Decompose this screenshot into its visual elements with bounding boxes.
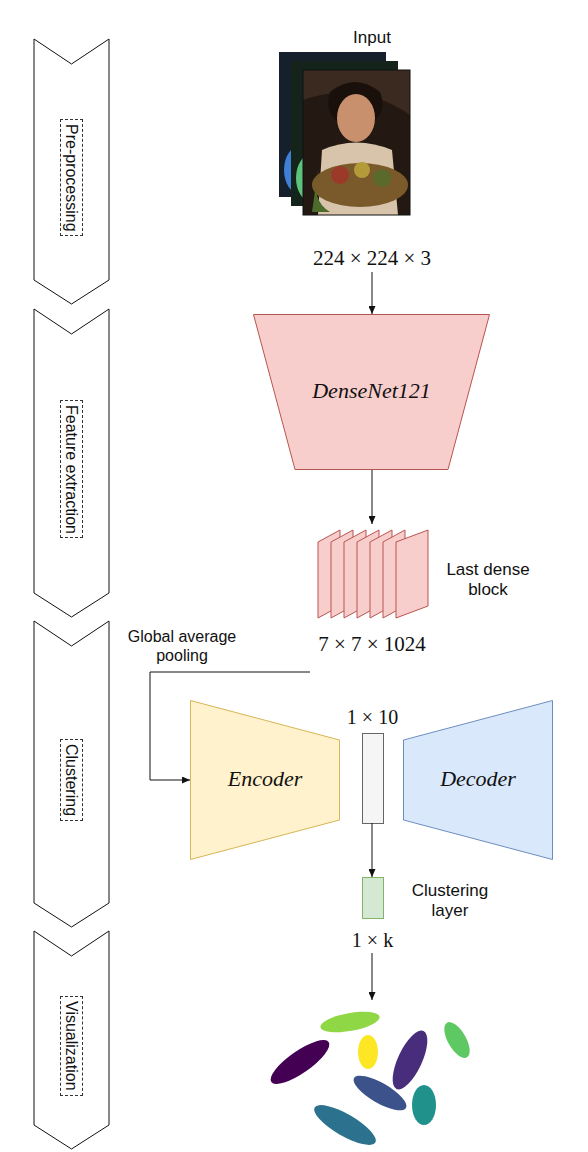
- network-block: DenseNet121: [253, 314, 490, 470]
- block-label: Clustering layer: [402, 881, 498, 922]
- connector-arrow: [372, 470, 373, 524]
- image-front-border: [303, 70, 410, 215]
- stage-band: Visualization: [33, 930, 110, 1150]
- block-label: 1 × 10: [322, 705, 423, 729]
- connector-arrow: [372, 272, 373, 314]
- block-label: Decoder: [403, 766, 553, 792]
- feature-map: [396, 530, 428, 618]
- cluster-blob: [309, 1098, 381, 1152]
- stage-label: Clustering: [60, 739, 83, 821]
- stage-band: Pre-processing: [33, 38, 110, 305]
- cluster-blob: [412, 1085, 436, 1125]
- painting-basket: [312, 163, 408, 207]
- stage-label: Visualization: [60, 996, 83, 1096]
- painting-fruit: [373, 169, 391, 187]
- chevron-outline: [34, 621, 109, 927]
- edge-label: Global average pooling: [112, 627, 252, 665]
- stage-band: Clustering: [33, 620, 110, 928]
- network-block: Decoder: [403, 700, 553, 860]
- stage-label: Feature extraction: [60, 400, 83, 539]
- cluster-blob: [319, 1008, 381, 1036]
- painting-fruit: [331, 166, 349, 184]
- cluster-blob: [386, 1026, 435, 1094]
- network-block: 1 × 10: [352, 705, 393, 823]
- painting-leaves: [312, 170, 330, 212]
- vector-bar: [363, 734, 384, 824]
- connector-arrow: [372, 823, 373, 877]
- stage-label: Pre-processing: [60, 119, 83, 237]
- painting-fruit: [354, 162, 370, 178]
- dimension-label: 7 × 7 × 1024: [310, 632, 434, 657]
- cluster-blob: [265, 1033, 335, 1091]
- chevron-outline: [34, 309, 109, 617]
- block-label: DenseNet121: [253, 378, 490, 404]
- dimension-label: 224 × 224 × 3: [272, 246, 472, 271]
- block-label: Input: [272, 28, 472, 48]
- chevron-outline: [34, 39, 109, 304]
- image-front: [303, 70, 410, 215]
- network-block: Input 224 × 224 × 3: [272, 28, 472, 272]
- encoder-outline: [191, 701, 340, 860]
- cluster-scatter: [265, 1008, 475, 1152]
- stage-band: Feature extraction: [33, 308, 110, 618]
- input-image-stack: [279, 52, 410, 215]
- feature-map-stack: [318, 530, 428, 618]
- block-label: Encoder: [190, 766, 340, 792]
- decoder-outline: [404, 701, 553, 860]
- arrow-to-visualization: [372, 953, 373, 1000]
- network-block: Encoder: [190, 700, 340, 860]
- block-label: Last dense block: [442, 560, 534, 601]
- painting-face: [337, 94, 375, 142]
- cluster-blob: [349, 1069, 411, 1116]
- cluster-blob: [439, 1018, 475, 1062]
- cluster-blob: [358, 1035, 378, 1069]
- chevron-outline: [34, 931, 109, 1149]
- dimension-label: 1 × k: [322, 928, 423, 952]
- vector-bar: [363, 878, 384, 919]
- trapezoid-outline: [254, 315, 490, 470]
- network-block: Clustering layer1 × k: [352, 877, 502, 953]
- network-block: Last dense block 7 × 7 × 1024: [310, 524, 535, 680]
